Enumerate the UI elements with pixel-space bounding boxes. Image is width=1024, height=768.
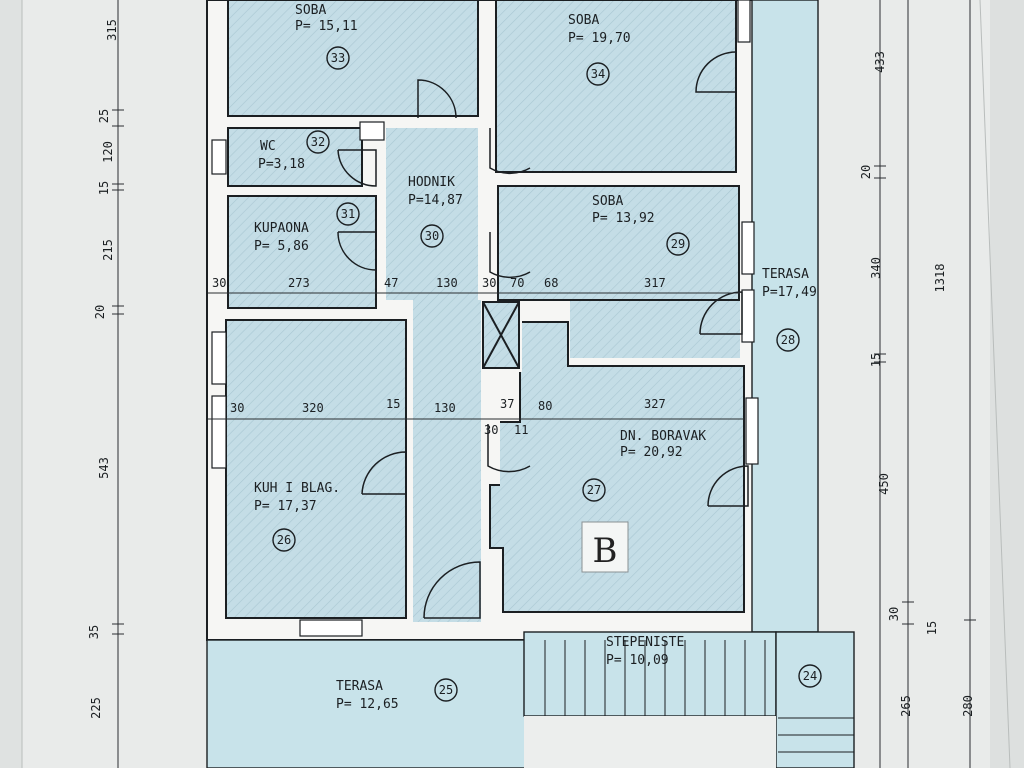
row1-dim: 30 (482, 276, 496, 290)
room-31-number: 31 (341, 207, 355, 221)
room-25-name: TERASA (336, 679, 383, 694)
left-dim: 15 (97, 181, 111, 195)
room-28-name: TERASA (762, 267, 809, 282)
room-31-name: KUPAONA (254, 221, 309, 236)
right-dim: 15 (925, 621, 939, 635)
room-30-number: 30 (425, 229, 439, 243)
room-28-number: 28 (781, 333, 795, 347)
interior-walls (225, 0, 745, 619)
right-dim: 30 (887, 607, 901, 621)
row2-dim: 30 (484, 423, 498, 437)
room-24 (775, 631, 855, 768)
row2-dim: 130 (434, 401, 456, 415)
room-29 (498, 186, 739, 300)
room-29-name: SOBA (592, 194, 623, 209)
room-29-number: 29 (671, 237, 685, 251)
row1-dim: 273 (288, 276, 310, 290)
room-27-name: DN. BORAVAK (620, 429, 706, 444)
room-33-name: SOBA (295, 3, 326, 18)
row1-dim: 68 (544, 276, 558, 290)
room-27 (490, 322, 744, 612)
room-32-number: 32 (311, 135, 325, 149)
right-dim: 450 (877, 473, 891, 495)
room-26-name: KUH I BLAG. (254, 481, 340, 496)
room-25-area: P= 12,65 (336, 697, 399, 712)
left-dim: 225 (89, 697, 103, 719)
right-dimensions: 433 20 340 15 450 30 265 1318 15 280 (859, 51, 975, 717)
left-dim: 35 (87, 625, 101, 639)
row2-dim: 30 (230, 401, 244, 415)
room-31 (228, 196, 376, 308)
room-30-name: HODNIK (408, 175, 455, 190)
room-34-name: SOBA (568, 13, 599, 28)
windows (211, 0, 759, 637)
right-dim: 340 (869, 257, 883, 279)
room-31-area: P= 5,86 (254, 239, 309, 254)
row1-dim: 70 (510, 276, 524, 290)
room-28-area: P=17,49 (762, 285, 817, 300)
stair-24-treads (778, 717, 854, 753)
stair-area: P= 10,09 (606, 653, 669, 668)
row2-dim: 80 (538, 399, 552, 413)
row1-dim: 317 (644, 276, 666, 290)
row1-dim: 30 (212, 276, 226, 290)
right-dim: 15 (869, 353, 883, 367)
room-26-area: P= 17,37 (254, 499, 317, 514)
room-32-name: WC (260, 139, 276, 154)
room-26-number: 26 (277, 533, 291, 547)
right-dim: 433 (873, 51, 887, 73)
block-letter-box (581, 521, 629, 573)
room-24-number: 24 (803, 669, 817, 683)
row2-dim: 320 (302, 401, 324, 415)
terrace-28 (751, 0, 819, 633)
left-dimensions: 315 25 120 15 215 20 543 35 225 (87, 19, 119, 719)
right-dim-ticks (874, 0, 976, 768)
left-dim: 120 (101, 141, 115, 163)
room-34-area: P= 19,70 (568, 31, 631, 46)
stairs (523, 631, 777, 717)
block-letter: B (593, 531, 618, 571)
room-30-lower (413, 300, 481, 622)
row1-dimensions: 30 273 47 130 30 70 68 317 (212, 276, 666, 290)
row2-dim: 11 (514, 423, 528, 437)
row1-dim: 47 (384, 276, 398, 290)
room-labels: SOBA P= 15,11 SOBA P= 19,70 WC P=3,18 HO… (254, 3, 817, 712)
room-numbers: 33 34 32 30 31 29 28 26 27 25 24 (272, 46, 822, 702)
room-27-number: 27 (587, 483, 601, 497)
row2-dimensions: 30 320 15 130 37 80 327 30 11 (230, 397, 666, 437)
right-dim: 280 (961, 695, 975, 717)
row1-dim: 130 (436, 276, 458, 290)
right-dim: 265 (899, 695, 913, 717)
room-33-number: 33 (331, 51, 345, 65)
room-27-area: P= 20,92 (620, 445, 683, 460)
room-30-area: P=14,87 (408, 193, 463, 208)
room-33-area: P= 15,11 (295, 19, 358, 34)
left-dim: 215 (101, 239, 115, 261)
left-dim-ticks (112, 0, 124, 768)
row2-dim: 15 (386, 397, 400, 411)
room-25-number: 25 (439, 683, 453, 697)
ground (524, 716, 776, 768)
right-dim: 20 (859, 165, 873, 179)
left-dim: 315 (105, 19, 119, 41)
room-29-lower (570, 300, 740, 358)
room-34-number: 34 (591, 67, 605, 81)
left-dim: 20 (93, 305, 107, 319)
room-33 (228, 0, 478, 116)
terrace-25 (206, 639, 526, 768)
stair-name: STEPENISTE (606, 635, 684, 650)
room-29-area: P= 13,92 (592, 211, 655, 226)
room-26 (226, 320, 406, 618)
left-dim: 543 (97, 457, 111, 479)
left-dim: 25 (97, 109, 111, 123)
room-34 (496, 0, 736, 172)
row2-dim: 327 (644, 397, 666, 411)
right-dim: 1318 (933, 264, 947, 293)
room-32-area: P=3,18 (258, 157, 305, 172)
stair-treads (544, 640, 766, 716)
doors (337, 51, 749, 619)
row2-dim: 37 (500, 397, 514, 411)
room-30 (386, 128, 478, 300)
